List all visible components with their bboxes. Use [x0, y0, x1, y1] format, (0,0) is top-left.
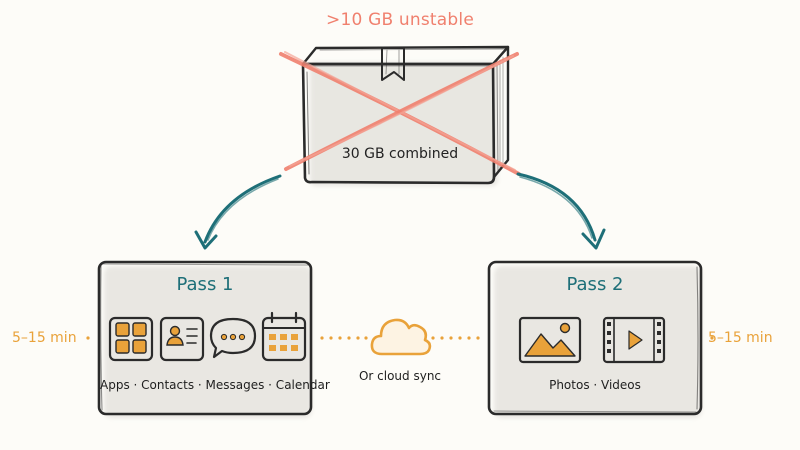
pass1-card — [97, 260, 313, 418]
pass2-card — [487, 260, 703, 418]
time-dots-right — [710, 336, 714, 340]
dotted-connector-left — [320, 336, 368, 340]
combined-box — [301, 45, 510, 186]
time-dots-left — [86, 336, 90, 340]
photo-icon — [518, 316, 582, 364]
arrow-to-pass2 — [516, 172, 606, 250]
unstable-cross-mark — [279, 51, 521, 176]
pass2-time-label: 5–15 min — [708, 330, 773, 346]
combined-size-label: 30 GB combined — [341, 146, 459, 162]
video-film-icon — [602, 316, 666, 364]
cloud-sync-label: Or cloud sync — [358, 369, 442, 383]
pass1-title: Pass 1 — [176, 274, 234, 295]
arrow-to-pass1 — [194, 174, 282, 250]
unstable-warning-label: >10 GB unstable — [326, 10, 474, 30]
dotted-connector-right — [431, 336, 480, 340]
contact-card-icon — [159, 316, 205, 362]
box-tape — [381, 47, 405, 81]
pass2-items-label: Photos · Videos — [549, 378, 641, 392]
apps-grid-icon — [108, 316, 154, 362]
pass1-time-label: 5–15 min — [12, 330, 77, 346]
message-bubble-icon — [209, 317, 257, 359]
calendar-icon — [261, 311, 307, 362]
pass2-title: Pass 2 — [566, 274, 624, 295]
cloud-sync-icon — [370, 318, 432, 356]
pass1-items-label: Apps · Contacts · Messages · Calendar — [100, 378, 330, 392]
